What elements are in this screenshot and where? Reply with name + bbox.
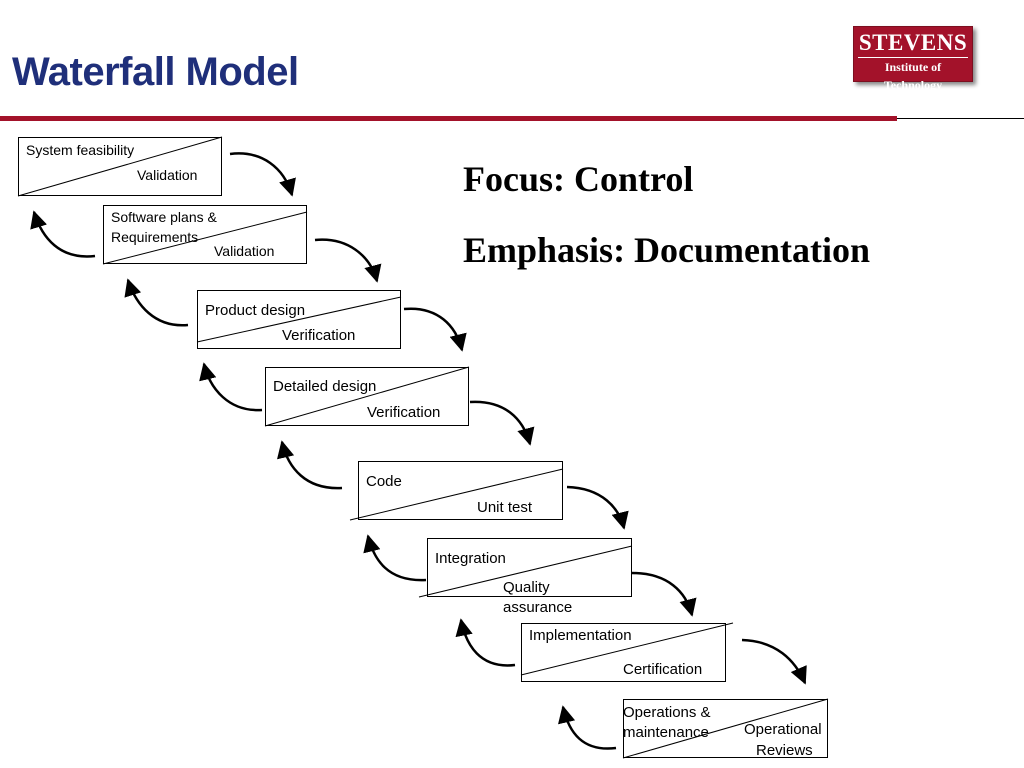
check-label: Verification xyxy=(282,327,356,344)
check-label: Verification xyxy=(367,404,441,421)
check-label-line2: assurance xyxy=(503,599,573,616)
stage-divider xyxy=(349,468,564,521)
forward-arrow xyxy=(403,307,467,352)
title-rule-black xyxy=(897,118,1024,119)
activity-label: Product design xyxy=(205,302,306,319)
check-label: Certification xyxy=(623,661,703,678)
feedback-arrow xyxy=(455,618,516,667)
forward-arrow xyxy=(741,638,807,685)
forward-arrow xyxy=(314,238,382,283)
activity-label: Operations & xyxy=(623,704,711,721)
activity-label: Implementation xyxy=(529,627,632,644)
stage-software-plans-requirements: Software plans & Requirements Validation xyxy=(102,205,308,265)
activity-label-line2: maintenance xyxy=(623,724,709,741)
check-label: Unit test xyxy=(477,499,533,516)
stevens-logo: STEVENS Institute of Technology xyxy=(853,26,973,92)
stage-system-feasibility: System feasibility Validation xyxy=(17,136,223,197)
forward-arrow xyxy=(229,152,296,197)
stage-box xyxy=(103,205,307,264)
check-label: Operational xyxy=(744,721,822,738)
stage-integration: Integration Quality assurance xyxy=(418,538,633,616)
title-rule-red xyxy=(0,116,897,121)
activity-label: Detailed design xyxy=(273,378,377,395)
stage-divider xyxy=(622,698,829,759)
check-label-line2: Reviews xyxy=(756,742,813,759)
stage-code: Code Unit test xyxy=(349,461,564,521)
logo-subtitle: Institute of Technology xyxy=(858,57,968,94)
stage-detailed-design: Detailed design Verification xyxy=(264,366,470,427)
stage-divider xyxy=(418,545,633,598)
feedback-arrow xyxy=(124,278,189,327)
activity-label: System feasibility xyxy=(26,142,135,158)
check-label: Quality xyxy=(503,579,550,596)
emphasis-text: Emphasis: Documentation xyxy=(463,230,871,270)
stage-divider xyxy=(196,296,402,343)
forward-arrow xyxy=(631,571,697,617)
stage-implementation: Implementation Certification xyxy=(520,622,734,682)
stage-box xyxy=(358,461,563,520)
feedback-arrow xyxy=(558,705,617,750)
feedback-arrow xyxy=(199,362,263,412)
activity-label: Code xyxy=(366,473,402,490)
stage-product-design: Product design Verification xyxy=(196,290,402,349)
focus-text: Focus: Control xyxy=(463,159,694,199)
check-label: Validation xyxy=(214,243,275,259)
stage-divider xyxy=(17,136,223,197)
feedback-arrow xyxy=(30,210,96,258)
stage-divider xyxy=(102,211,308,265)
forward-arrow xyxy=(566,485,629,530)
stage-operations-maintenance: Operations & maintenance Operational Rev… xyxy=(622,698,829,759)
activity-label: Integration xyxy=(435,550,506,567)
feedback-arrow xyxy=(363,534,427,582)
forward-arrow xyxy=(469,400,535,446)
slide-title: Waterfall Model xyxy=(12,50,299,94)
activity-label: Software plans & xyxy=(111,209,217,225)
stage-divider xyxy=(520,622,734,676)
stage-divider xyxy=(264,366,470,427)
feedback-arrow xyxy=(277,440,343,490)
logo-name: STEVENS xyxy=(858,30,968,55)
activity-label-line2: Requirements xyxy=(111,229,199,245)
check-label: Validation xyxy=(137,167,198,183)
